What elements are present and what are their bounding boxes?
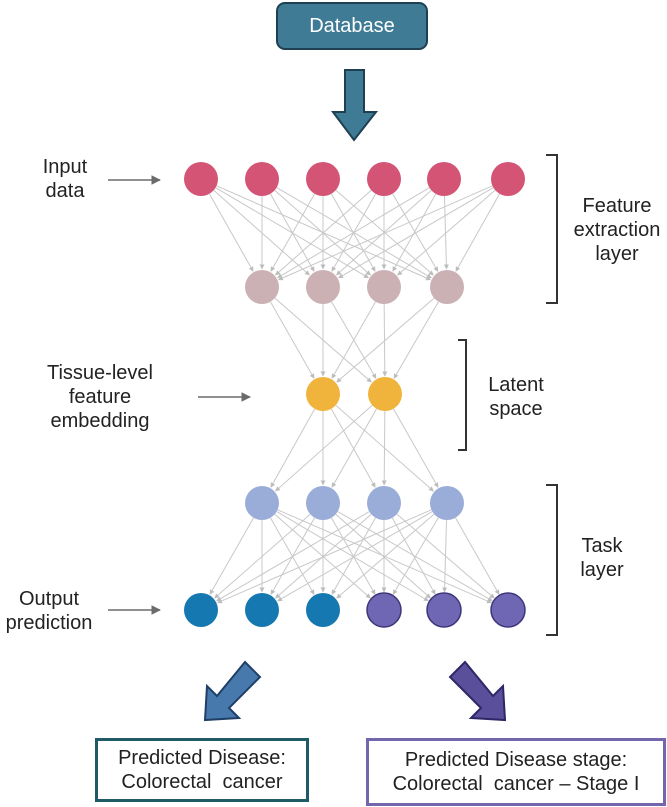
latent-space-label: Latent space [474, 373, 558, 421]
network-edge [392, 517, 439, 595]
network-edges [208, 185, 501, 604]
network-edge [392, 408, 439, 488]
input-node [184, 162, 218, 196]
hidden-node [245, 270, 279, 304]
network-edge [277, 511, 433, 602]
predicted-disease-box: Predicted Disease: Colorectal cancer [95, 738, 309, 802]
network-edge [277, 187, 430, 279]
task-bracket [546, 484, 558, 636]
output-label-line-1: Output [18, 588, 80, 610]
input-node [427, 162, 461, 196]
network-edge [392, 193, 439, 272]
network-edge [270, 408, 316, 488]
network-edge [208, 193, 254, 272]
network-edge [442, 519, 448, 593]
feature-extraction-label: Feature extraction layer [567, 194, 667, 266]
output-node [366, 592, 402, 628]
feature-label-line-1: Feature [582, 195, 652, 217]
output-prediction-label: Output prediction [0, 587, 98, 635]
network-edge [209, 517, 255, 595]
input-node [491, 162, 525, 196]
database-box: Database [276, 2, 428, 50]
network-edge [275, 513, 372, 599]
task-node [245, 486, 279, 520]
input-data-label: Input data [30, 155, 100, 203]
network-edge [331, 408, 378, 488]
predicted-stage-box: Predicted Disease stage: Colorectal canc… [366, 738, 666, 806]
embedding-label-line-3: embedding [50, 410, 150, 432]
database-down-arrow [331, 69, 379, 142]
network-edge [214, 513, 311, 599]
network-edge [275, 189, 372, 276]
network-nodes [184, 162, 526, 628]
task-label-line-2: layer [580, 559, 624, 581]
hidden-node [367, 270, 401, 304]
latent-node [306, 377, 340, 411]
network-edge [270, 193, 316, 272]
task-node [306, 486, 340, 520]
feature-label-line-2: extraction [573, 219, 661, 241]
network-edge [382, 303, 388, 377]
predicted-stage-line-2: Colorectal cancer – Stage I [392, 773, 640, 795]
network-edge [338, 187, 494, 279]
network-edge [454, 517, 500, 595]
network-edge [331, 301, 377, 379]
network-edge [276, 511, 429, 602]
predicted-stage-line-1: Predicted Disease stage: [404, 749, 628, 771]
output-node [184, 593, 218, 627]
output-node [490, 592, 526, 628]
input-node [367, 162, 401, 196]
network-edge [217, 509, 432, 604]
task-label-line-1: Task [581, 535, 623, 557]
embedding-label-line-2: feature [68, 386, 132, 408]
hidden-node [306, 270, 340, 304]
output-node [245, 593, 279, 627]
output-node [306, 593, 340, 627]
predicted-disease-line-1: Predicted Disease: [118, 747, 286, 769]
output-label-line-2: prediction [5, 612, 93, 634]
network-edge [336, 513, 435, 599]
network-edge [330, 408, 376, 488]
network-edge [331, 517, 377, 595]
predicted-disease-line-2: Colorectal cancer [121, 771, 283, 793]
embedding-label: Tissue-level feature embedding [20, 361, 180, 433]
input-label-line-2: data [45, 180, 85, 202]
stage-result-arrow [448, 660, 507, 722]
database-label: Database [309, 14, 395, 37]
latent-bracket [458, 339, 467, 451]
input-label-line-1: Input [42, 156, 88, 178]
network-edge [393, 301, 439, 379]
network-edge [392, 193, 437, 272]
network-edge [397, 189, 496, 276]
task-node [430, 486, 464, 520]
embedding-label-line-1: Tissue-level [47, 362, 153, 384]
latent-label-line-1: Latent [488, 374, 544, 396]
network-edge [381, 410, 387, 486]
network-edge [275, 404, 373, 492]
network-edge [336, 297, 435, 383]
output-node [426, 592, 462, 628]
feature-bracket [546, 154, 558, 304]
network-edge [455, 193, 501, 272]
input-node [306, 162, 340, 196]
disease-result-arrow [203, 660, 262, 722]
network-edge [216, 511, 370, 602]
input-node [245, 162, 279, 196]
feature-label-line-3: layer [595, 243, 639, 265]
latent-label-line-2: space [489, 398, 543, 420]
network-edge [443, 195, 449, 270]
network-edge [278, 185, 493, 281]
task-layer-label: Task layer [562, 534, 642, 582]
hidden-node [430, 270, 464, 304]
network-edge [269, 301, 315, 379]
task-node [367, 486, 401, 520]
network-edge [336, 189, 432, 276]
latent-node [368, 377, 402, 411]
network-edge [335, 513, 431, 599]
